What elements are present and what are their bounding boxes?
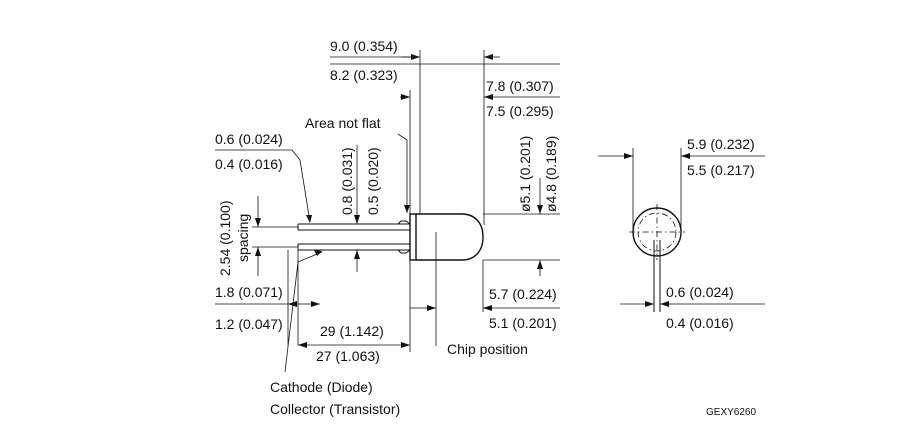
dim-chip-position-max: 5.7 (0.224) <box>489 286 557 302</box>
dim-lead-thickness <box>354 145 360 272</box>
dim-side-lead-max: 0.6 (0.024) <box>666 284 734 300</box>
dim-short-lead-min: 1.2 (0.047) <box>215 316 283 332</box>
dim-side-lead-min: 0.4 (0.016) <box>666 315 734 331</box>
dim-lead-spacing-word: spacing <box>235 214 251 262</box>
dim-lead-length-max: 29 (1.142) <box>320 323 384 339</box>
dim-lead-spacing <box>252 196 298 276</box>
dim-lead-width-max: 0.6 (0.024) <box>215 131 283 147</box>
dim-chip-position <box>410 240 560 346</box>
dim-total-width-max: 9.0 (0.354) <box>330 38 398 54</box>
dim-lead-thickness-min: 0.5 (0.020) <box>365 147 381 215</box>
collector-label: Collector (Transistor) <box>270 401 400 417</box>
dim-chip-position-min: 5.1 (0.201) <box>489 315 557 331</box>
dim-total-width-min: 8.2 (0.323) <box>330 67 398 83</box>
component-side-view <box>297 213 484 261</box>
dim-flange-diameter-max: 5.9 (0.232) <box>687 136 755 152</box>
drawing-code: GEXY6260 <box>706 407 756 418</box>
dim-lead-thickness-max: 0.8 (0.031) <box>339 147 355 215</box>
dim-lens-diameter-min: ø4.8 (0.189) <box>543 136 559 212</box>
dim-body-length-min: 7.5 (0.295) <box>486 103 554 119</box>
cathode-label: Cathode (Diode) <box>270 379 373 395</box>
dim-body-length <box>400 90 560 214</box>
dim-flange-diameter-min: 5.5 (0.217) <box>687 162 755 178</box>
dim-lead-spacing-value: 2.54 (0.100) <box>217 201 233 277</box>
dim-lens-diameter <box>483 178 560 276</box>
chip-position-label: Chip position <box>447 341 528 357</box>
dim-lead-length-min: 27 (1.063) <box>316 348 380 364</box>
dim-side-lead <box>620 301 765 307</box>
dim-flange-diameter <box>598 148 765 232</box>
dim-body-length-max: 7.8 (0.307) <box>486 78 554 94</box>
area-not-flat-label: Area not flat <box>305 115 381 131</box>
dim-lead-width-min: 0.4 (0.016) <box>215 156 283 172</box>
dim-short-lead-max: 1.8 (0.071) <box>215 284 283 300</box>
dim-total-width <box>330 50 560 225</box>
dim-lens-diameter-max: ø5.1 (0.201) <box>517 136 533 212</box>
